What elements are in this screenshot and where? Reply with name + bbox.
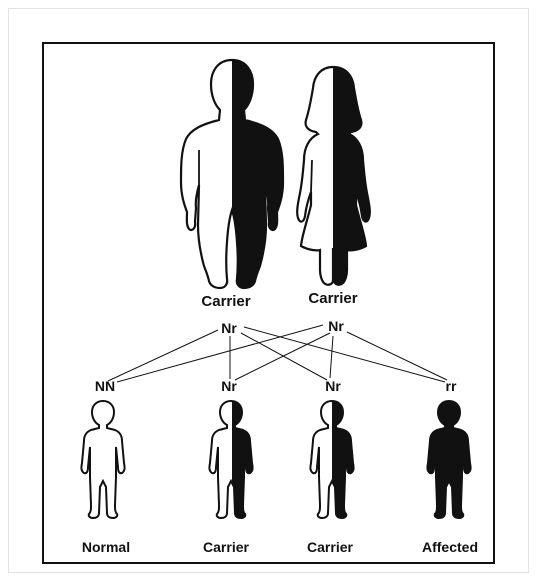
father-figure: [181, 60, 283, 288]
offspring-3-genotype: Nr: [325, 378, 341, 394]
father-label: Carrier: [201, 293, 250, 310]
offspring-3-label: Carrier: [307, 539, 353, 555]
offspring-2-figure: [209, 401, 252, 518]
offspring-1-genotype: NN: [95, 378, 115, 394]
offspring-4-label: Affected: [422, 539, 478, 555]
mother-genotype: Nr: [328, 318, 344, 334]
offspring-3-figure: [310, 401, 353, 518]
offspring-4-figure: [427, 401, 470, 518]
offspring-2-label: Carrier: [203, 539, 249, 555]
cross-lines: [108, 325, 447, 382]
offspring-4-genotype: rr: [446, 378, 457, 394]
father-genotype: Nr: [221, 320, 237, 336]
offspring-1-label: Normal: [82, 539, 130, 555]
mother-figure: [297, 67, 370, 285]
offspring-2-genotype: Nr: [221, 378, 237, 394]
mother-label: Carrier: [308, 290, 357, 307]
offspring-1-figure: [81, 401, 124, 518]
